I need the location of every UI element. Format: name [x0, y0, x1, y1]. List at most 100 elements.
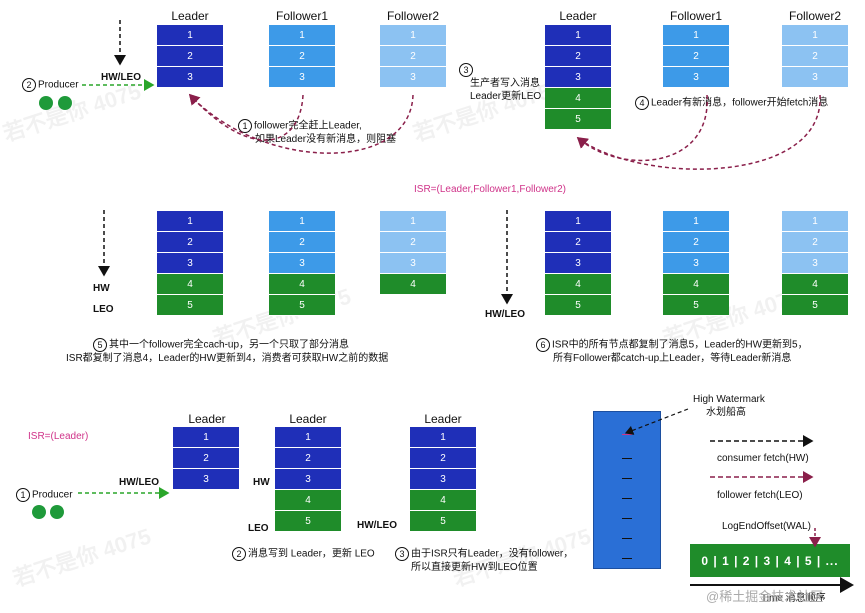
log-entry-3: 3: [545, 253, 611, 274]
step-number: 3: [395, 547, 409, 561]
log-entry-1: 1: [157, 25, 223, 46]
leader-log: 1 2 3 4 5: [545, 211, 611, 316]
log-entry-3: 3: [782, 67, 848, 88]
fetch-arrow: [188, 93, 414, 154]
bar-tick: [622, 538, 632, 539]
bar-tick: [622, 458, 632, 459]
follower2-log: 1 2 3: [380, 25, 446, 88]
log-entry-2: 2: [545, 232, 611, 253]
step-number: 3: [459, 63, 473, 77]
log-entry-5: 5: [275, 511, 341, 532]
log-entry-3: 3: [545, 67, 611, 88]
step-number: 6: [536, 338, 550, 352]
log-entry-5: 5: [157, 295, 223, 316]
step-number: 2: [22, 78, 36, 92]
bar-tick: [622, 558, 632, 559]
leader-header: Leader: [171, 9, 209, 23]
hw-label: HW: [253, 477, 270, 488]
leader-log: 1 2 3 4 5: [275, 427, 341, 532]
log-entry-2: 2: [663, 232, 729, 253]
hw-label: HW: [93, 283, 110, 294]
log-entry-2: 2: [380, 46, 446, 67]
log-bar: [593, 411, 661, 569]
log-entry-3: 3: [173, 469, 239, 490]
producer-dot: [39, 96, 53, 110]
leader-header: Leader: [188, 412, 226, 426]
offset-strip: 0 | 1 | 2 | 3 | 4 | 5 | ...: [690, 544, 850, 577]
high-watermark-cn-label: 水划船高: [706, 407, 746, 418]
log-entry-3: 3: [782, 253, 848, 274]
log-entry-2: 2: [157, 46, 223, 67]
step-number: 1: [16, 488, 30, 502]
log-entry-1: 1: [545, 211, 611, 232]
leader-header: Leader: [559, 9, 597, 23]
log-entry-3: 3: [380, 253, 446, 274]
log-entry-1: 1: [157, 211, 223, 232]
log-entry-1: 1: [663, 25, 729, 46]
isr-leader-label: ISR=(Leader): [28, 431, 89, 442]
follower1-log: 1 2 3 4 5: [269, 211, 335, 316]
log-entry-3: 3: [410, 469, 476, 490]
log-entry-1: 1: [782, 25, 848, 46]
hw-leo-label: HW/LEO: [101, 72, 141, 83]
leader-log: 1 2 3 4 5: [157, 211, 223, 316]
leader-header: Leader: [289, 412, 327, 426]
log-entry-1: 1: [410, 427, 476, 448]
time-axis-label: Time 消息顺序: [761, 593, 826, 604]
log-entry-3: 3: [275, 469, 341, 490]
log-entry-1: 1: [380, 25, 446, 46]
log-entry-1: 1: [269, 211, 335, 232]
log-entry-1: 1: [663, 211, 729, 232]
leader-log: 1 2 3: [173, 427, 239, 490]
log-entry-5: 5: [269, 295, 335, 316]
consumer-fetch-label: consumer fetch(HW): [717, 453, 809, 464]
log-entry-2: 2: [269, 46, 335, 67]
site-watermark: @稀土掘金技术社区: [706, 589, 824, 604]
bar-tick: [622, 478, 632, 479]
log-entry-2: 2: [545, 46, 611, 67]
log-entry-1: 1: [545, 25, 611, 46]
follower1-log: 1 2 3: [269, 25, 335, 88]
log-entry-3: 3: [157, 67, 223, 88]
follower2-log: 1 2 3: [782, 25, 848, 88]
log-entry-4: 4: [410, 490, 476, 511]
leader-header: Leader: [424, 412, 462, 426]
follower2-header: Follower2: [386, 9, 440, 23]
log-entry-4: 4: [545, 274, 611, 295]
leader-log: 1 2 3: [157, 25, 223, 88]
log-entry-2: 2: [157, 232, 223, 253]
follower1-header: Follower1: [275, 9, 329, 23]
log-entry-4: 4: [663, 274, 729, 295]
log-entry-2: 2: [380, 232, 446, 253]
high-watermark-label: High Watermark: [693, 394, 765, 405]
follower2-header: Follower2: [788, 9, 842, 23]
log-entry-1: 1: [173, 427, 239, 448]
log-entry-3: 3: [269, 67, 335, 88]
leo-label: LEO: [248, 523, 269, 534]
follower1-log: 1 2 3: [663, 25, 729, 88]
fetch-arrow: [188, 93, 304, 141]
log-entry-2: 2: [269, 232, 335, 253]
log-entry-3: 3: [663, 253, 729, 274]
producer-dot: [50, 505, 64, 519]
leo-label: LEO: [93, 304, 114, 315]
follower-fetch-label: follower fetch(LEO): [717, 490, 803, 501]
fetch-arrow: [576, 94, 708, 162]
follower1-log: 1 2 3 4 5: [663, 211, 729, 316]
log-entry-4: 4: [157, 274, 223, 295]
step-3-note: 3 生产者写入消息 Leader更新LEO: [459, 63, 541, 103]
fetch-arrow: [576, 94, 821, 170]
watermark-pointer-arrow: [624, 408, 689, 435]
log-entry-4: 4: [545, 88, 611, 109]
log-entry-3: 3: [269, 253, 335, 274]
log-entry-5: 5: [545, 295, 611, 316]
bar-tick: [622, 498, 632, 499]
